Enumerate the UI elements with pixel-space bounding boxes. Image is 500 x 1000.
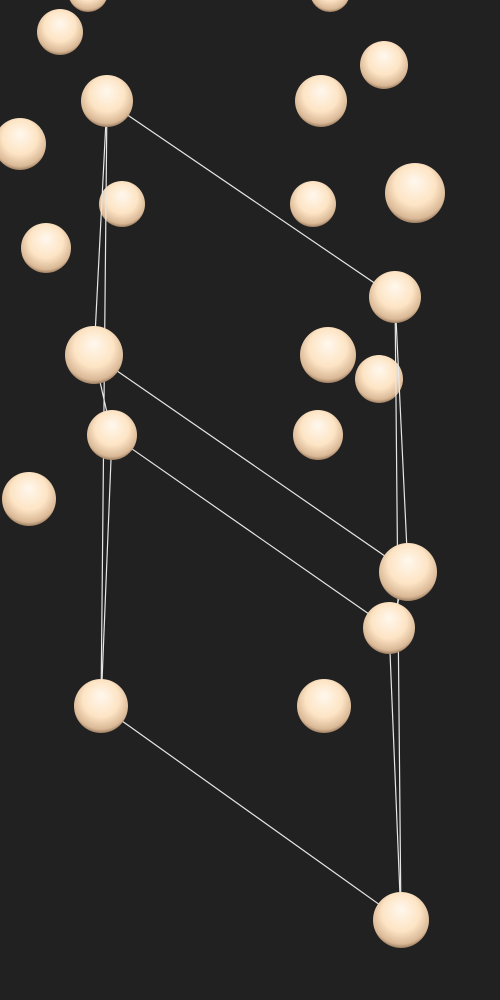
cell-edge-1 xyxy=(106,100,396,298)
cell-atom-9[interactable] xyxy=(373,892,429,948)
cell-edge-4 xyxy=(93,354,409,573)
background-atom-12[interactable] xyxy=(293,410,343,460)
background-atom-7[interactable] xyxy=(290,181,336,227)
cell-edge-12 xyxy=(388,627,402,921)
cell-atom-2[interactable] xyxy=(295,75,347,127)
cell-edge-8 xyxy=(100,705,402,921)
cell-atom-3[interactable] xyxy=(369,271,421,323)
background-atom-6[interactable] xyxy=(99,181,145,227)
unit-cell-edges xyxy=(93,100,409,921)
cell-atom-4[interactable] xyxy=(65,326,123,384)
background-atom-9[interactable] xyxy=(21,223,71,273)
atoms-background-layer xyxy=(0,0,445,733)
background-atom-13[interactable] xyxy=(2,472,56,526)
cell-edge-6 xyxy=(111,434,390,629)
background-atom-8[interactable] xyxy=(385,163,445,223)
background-atom-10[interactable] xyxy=(300,327,356,383)
cell-atom-8[interactable] xyxy=(74,679,128,733)
atoms-foreground-layer xyxy=(65,75,437,948)
cell-atom-6[interactable] xyxy=(379,543,437,601)
cell-edge-3 xyxy=(100,100,108,707)
background-atom-11[interactable] xyxy=(355,355,403,403)
cell-edge-9 xyxy=(394,296,409,573)
cell-atom-7[interactable] xyxy=(363,602,415,654)
background-atom-3[interactable] xyxy=(37,9,83,55)
cell-atom-1[interactable] xyxy=(81,75,133,127)
background-atom-14[interactable] xyxy=(297,679,351,733)
background-atom-4[interactable] xyxy=(360,41,408,89)
cell-edge-2 xyxy=(93,100,108,356)
background-atom-2[interactable] xyxy=(310,0,350,12)
cell-atom-5[interactable] xyxy=(87,410,137,460)
background-atom-5[interactable] xyxy=(0,118,46,170)
background-atom-1[interactable] xyxy=(68,0,108,12)
cell-edge-7 xyxy=(100,434,113,707)
